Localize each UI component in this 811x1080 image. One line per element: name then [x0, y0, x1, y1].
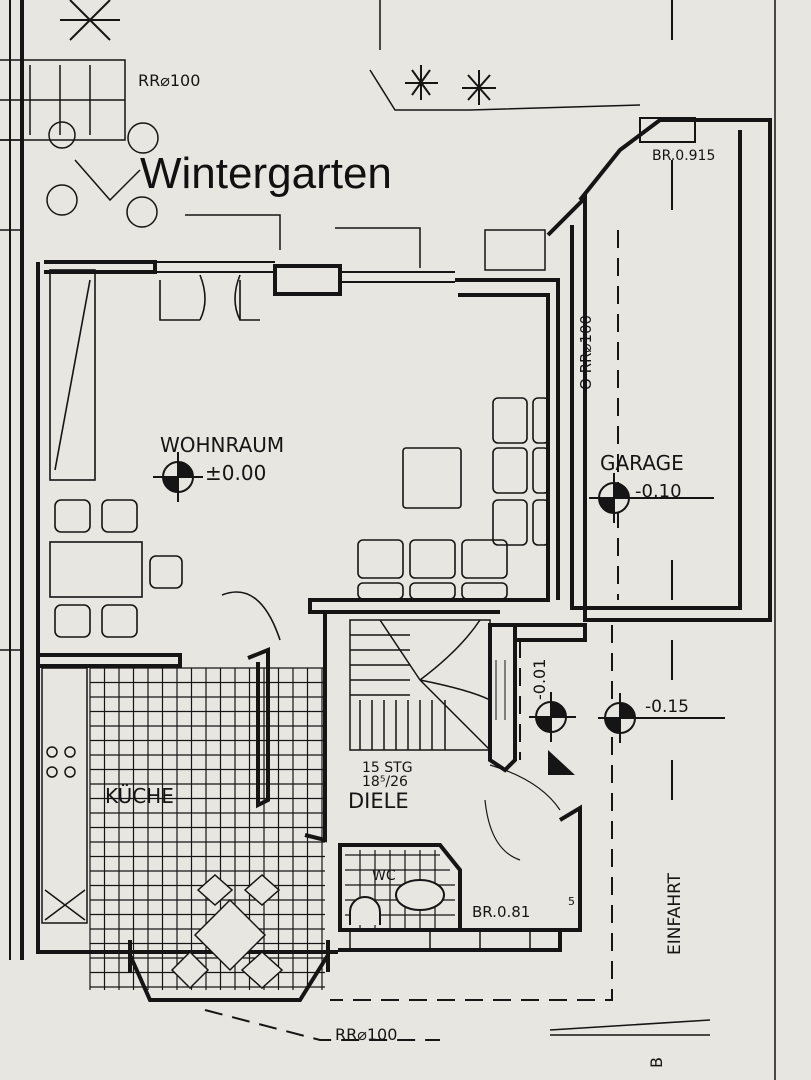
corner-mark: B	[647, 1057, 666, 1068]
br-entry-superscript: 5	[568, 895, 575, 908]
wohnraum-label: WOHNRAUM	[160, 433, 284, 457]
garage-level: -0.10	[635, 481, 682, 502]
level-marker-icons	[153, 452, 725, 775]
diele-label: DIELE	[348, 789, 409, 813]
walls	[9, 0, 772, 1002]
driveway-level: -0.15	[645, 697, 689, 717]
stairs-ratio: 18⁵/26	[362, 774, 408, 790]
entry-step-level: -0.01	[530, 659, 549, 700]
wohnraum-level: ±0.00	[205, 461, 266, 485]
plant-icons	[60, 0, 496, 105]
kueche-label: KÜCHE	[105, 784, 174, 808]
rr-top-left: RR⌀100	[138, 71, 200, 90]
wc-fixtures	[345, 764, 561, 928]
einfahrt-lines	[379, 0, 776, 1080]
furniture	[49, 269, 550, 641]
br-garage: BR.0.915	[652, 148, 715, 164]
wintergarten-title: Wintergarten	[140, 149, 392, 198]
kitchen-fixtures	[41, 667, 284, 990]
einfahrt-label: EINFAHRT	[665, 872, 685, 955]
terrace	[0, 59, 641, 271]
rr-garage: O RR⌀100	[577, 315, 595, 390]
dashed-guides	[204, 230, 619, 1041]
rr-bottom: RR⌀100	[335, 1025, 397, 1044]
wc-label: WC	[372, 868, 396, 884]
staircase	[349, 619, 506, 751]
br-entry: BR.0.81	[472, 903, 530, 921]
stairs-steps: 15 STG	[362, 760, 413, 776]
garage-label: GARAGE	[600, 451, 684, 475]
